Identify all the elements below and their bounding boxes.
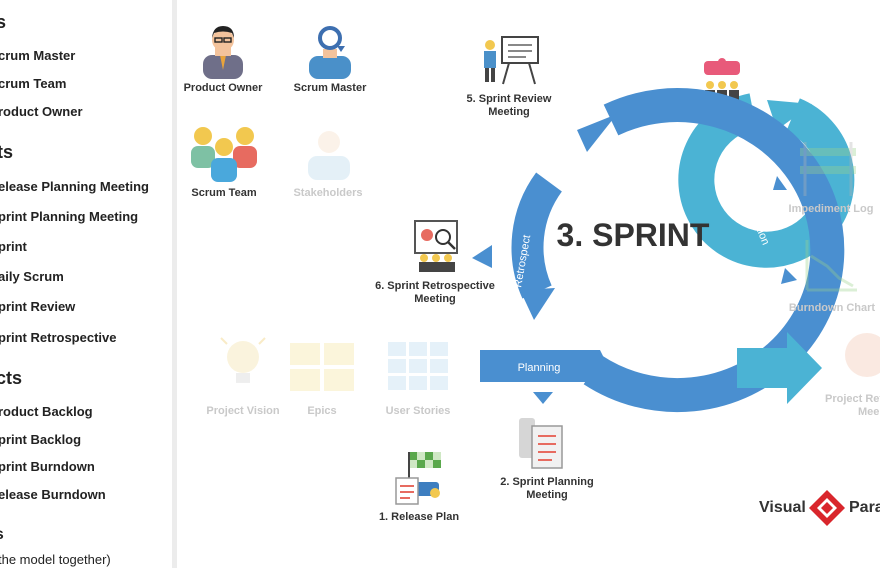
sprint-title: 3. SPRINT <box>557 217 710 253</box>
impediment-log-label: Impediment Log <box>789 203 874 215</box>
project-vision-label: Project Vision <box>206 405 279 417</box>
planning-bar-label: Planning <box>518 362 561 374</box>
epics-icon[interactable] <box>290 343 354 391</box>
sprint-retrospective-label-2: Meeting <box>414 293 456 305</box>
brand-word-2: Para <box>849 499 880 516</box>
sprint-review-meeting-icon[interactable] <box>484 36 539 85</box>
sidebar-item-scrum-master[interactable]: crum Master <box>0 48 76 63</box>
burndown-chart-label: Burndown Chart <box>789 302 875 314</box>
release-plan-icon[interactable] <box>395 452 441 505</box>
sprint-cycle[interactable] <box>472 88 845 413</box>
sprint-review-label-2: Meeting <box>488 106 530 118</box>
sidebar-heading-rules: es <box>0 526 4 544</box>
daily-scrum-label: 4. Daily Scrum <box>751 10 827 45</box>
project-reflection-icon[interactable] <box>845 333 880 377</box>
sidebar: es crum Master crum Team roduct Owner nt… <box>0 0 172 568</box>
brand-word-1: Visual <box>759 499 806 516</box>
sidebar-divider <box>172 0 177 568</box>
scrum-diagram: Project Vision Epics User Stories Produc… <box>177 0 880 568</box>
product-owner-label: Product Owner <box>184 82 264 94</box>
sidebar-heading-roles: es <box>0 12 7 32</box>
review-arc-label: Review <box>540 148 576 179</box>
sidebar-item-scrum-team[interactable]: crum Team <box>0 76 67 91</box>
sidebar-item-daily-scrum[interactable]: aily Scrum <box>0 269 64 284</box>
sprint-retrospective-icon[interactable] <box>414 220 458 272</box>
sidebar-heading-artifacts: acts <box>0 368 23 388</box>
sidebar-item-sprint-planning[interactable]: print Planning Meeting <box>0 209 139 224</box>
sidebar-item-release-burndown[interactable]: elease Burndown <box>0 487 106 502</box>
visual-paradigm-logo-icon <box>809 490 845 526</box>
sidebar-note: the model together) <box>0 552 111 567</box>
epics-label: Epics <box>307 405 336 417</box>
project-vision-icon[interactable] <box>220 337 266 383</box>
sprint-planning-meeting-icon[interactable] <box>519 418 563 469</box>
sprint-planning-label-2: Meeting <box>526 489 568 501</box>
release-plan-label: 1. Release Plan <box>379 511 459 523</box>
project-release-arrow[interactable] <box>737 332 822 404</box>
stakeholders-label: Stakeholders <box>293 187 362 199</box>
sidebar-item-sprint-retrospective[interactable]: print Retrospective <box>0 330 117 345</box>
sprint-retrospective-label-1: 6. Sprint Retrospective <box>375 280 495 292</box>
sidebar-item-sprint-burndown[interactable]: print Burndown <box>0 459 95 474</box>
scrum-master-label: Scrum Master <box>294 82 367 94</box>
sidebar-item-sprint-backlog[interactable]: print Backlog <box>0 432 82 447</box>
user-stories-label: User Stories <box>386 405 451 417</box>
sidebar-item-product-owner[interactable]: roduct Owner <box>0 104 83 119</box>
scrum-team-label: Scrum Team <box>191 187 256 199</box>
stakeholders-icon[interactable] <box>308 131 350 180</box>
sprint-review-label-1: 5. Sprint Review <box>467 93 552 105</box>
impediment-log-icon[interactable] <box>800 142 856 196</box>
project-reflection-label-1: Project Ref <box>825 393 880 405</box>
sidebar-item-release-planning[interactable]: elease Planning Meeting <box>0 179 149 194</box>
sidebar-item-product-backlog[interactable]: roduct Backlog <box>0 404 93 419</box>
scrum-team-icon[interactable] <box>191 127 257 182</box>
scrum-master-icon[interactable] <box>309 26 351 79</box>
sidebar-item-sprint-review[interactable]: print Review <box>0 299 76 314</box>
burndown-chart-icon[interactable] <box>805 240 857 292</box>
user-stories-icon[interactable] <box>388 342 448 390</box>
sidebar-heading-events: nts <box>0 142 13 162</box>
sidebar-item-sprint[interactable]: print <box>0 239 27 254</box>
product-owner-icon[interactable] <box>203 26 243 79</box>
project-reflection-label-2: Mee <box>858 406 879 418</box>
sprint-planning-label-1: 2. Sprint Planning <box>500 476 594 488</box>
